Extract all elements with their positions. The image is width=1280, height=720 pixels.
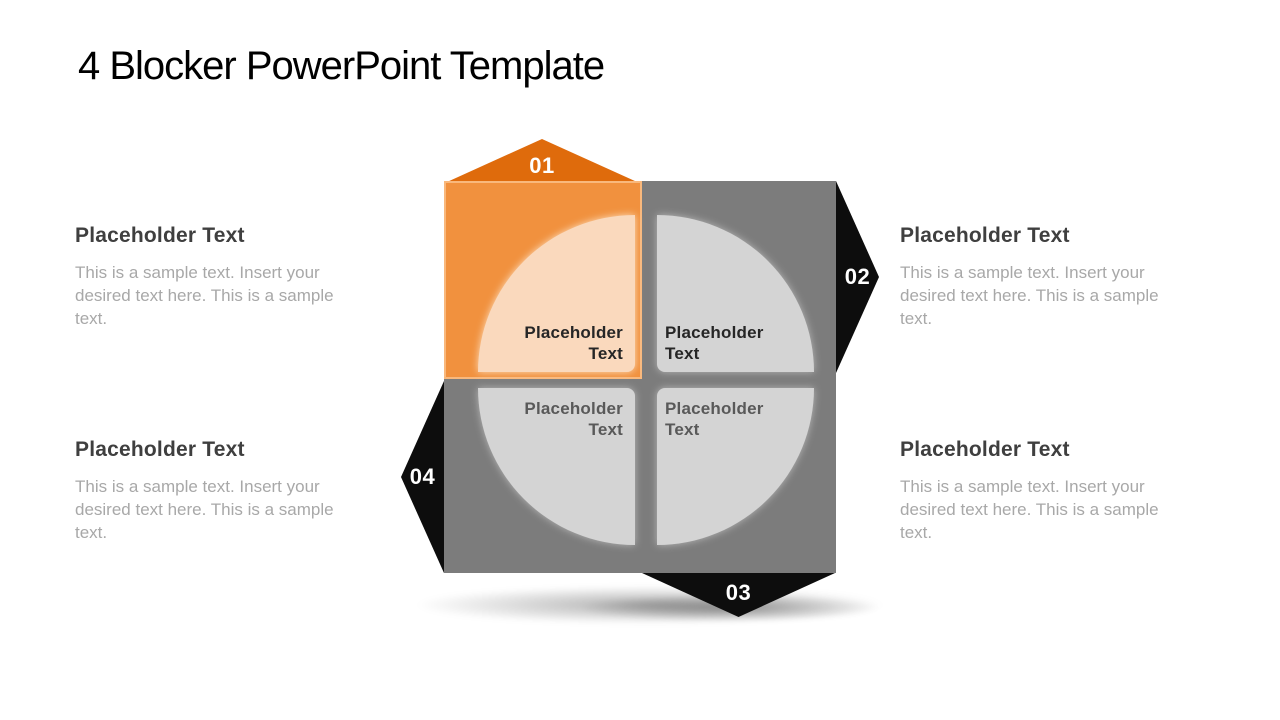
marker-01-arrow: 01	[447, 139, 637, 182]
text-block-line: text.	[900, 309, 933, 328]
text-block-line: desired text here. This is a sample	[75, 286, 334, 305]
diagram-shadow	[415, 586, 885, 624]
marker-01-label: 01	[529, 153, 555, 178]
quarter-disc-bottom-right: Placeholder Text	[657, 388, 814, 545]
text-block-line: desired text here. This is a sample	[900, 286, 1159, 305]
marker-04-label: 04	[409, 464, 436, 489]
text-block-line: text.	[900, 523, 933, 542]
text-block-line: desired text here. This is a sample	[900, 500, 1159, 519]
text-block-line: text.	[75, 523, 108, 542]
text-block-line: This is a sample text. Insert your	[900, 263, 1145, 282]
text-block-heading: Placeholder Text	[900, 224, 1070, 247]
text-block-left-bottom: Placeholder Text This is a sample text. …	[75, 438, 375, 544]
text-block-line: This is a sample text. Insert your	[75, 477, 320, 496]
text-block-heading: Placeholder Text	[75, 224, 245, 247]
text-block-left-top: Placeholder Text This is a sample text. …	[75, 224, 375, 330]
text-block-right-top: Placeholder Text This is a sample text. …	[900, 224, 1200, 330]
text-block-line: This is a sample text. Insert your	[75, 263, 320, 282]
text-block-heading: Placeholder Text	[75, 438, 245, 461]
slide-title: 4 Blocker PowerPoint Template	[78, 44, 605, 88]
quarter-disc-top-right-label: Placeholder Text	[665, 323, 764, 363]
text-block-right-bottom: Placeholder Text This is a sample text. …	[900, 438, 1200, 544]
text-block-heading: Placeholder Text	[900, 438, 1070, 461]
quarter-disc-bottom-right-label: Placeholder Text	[665, 399, 764, 439]
marker-03-label: 03	[725, 580, 752, 605]
quarter-disc-top-left-label: Placeholder Text	[524, 323, 623, 363]
text-block-line: desired text here. This is a sample	[75, 500, 334, 519]
quarter-disc-bottom-left-label: Placeholder Text	[524, 399, 623, 439]
text-block-line: text.	[75, 309, 108, 328]
marker-02-label: 02	[844, 264, 871, 289]
text-block-line: This is a sample text. Insert your	[900, 477, 1145, 496]
quarter-disc-top-left: Placeholder Text	[478, 215, 635, 372]
marker-02-arrow: 02	[836, 181, 879, 373]
marker-04-arrow: 04	[401, 381, 444, 573]
quarter-disc-top-right: Placeholder Text	[657, 215, 814, 372]
